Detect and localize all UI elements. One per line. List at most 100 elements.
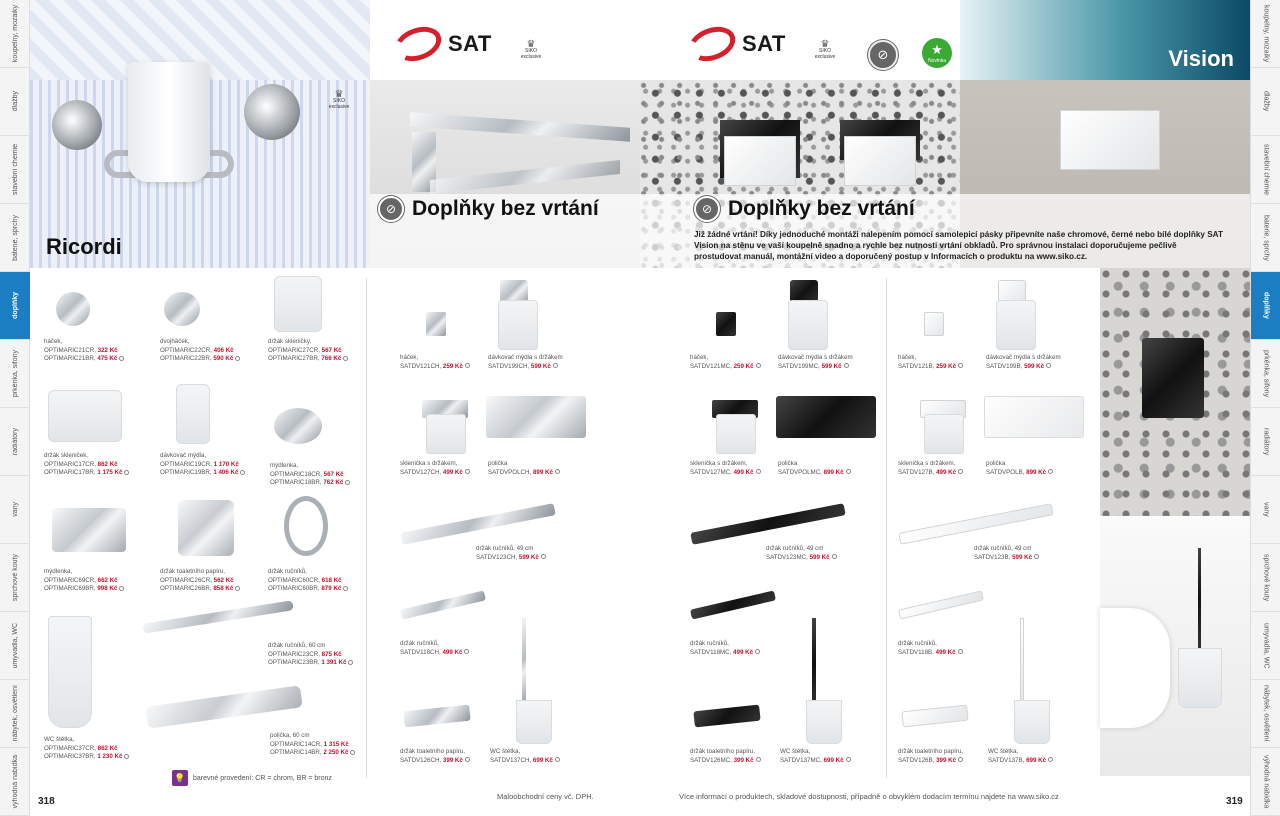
info-icon[interactable] (119, 356, 125, 362)
info-icon[interactable] (124, 470, 130, 476)
info-icon[interactable] (464, 363, 470, 369)
info-icon[interactable] (464, 469, 470, 475)
product-image (403, 704, 471, 728)
category-tab[interactable]: dlažby (0, 68, 30, 136)
category-tab[interactable]: stavební chemie (0, 136, 30, 204)
product-image (776, 396, 876, 438)
product-image (52, 508, 126, 552)
ricordi-title: Ricordi (46, 234, 122, 259)
info-icon[interactable] (348, 660, 354, 666)
page-number-right: 319 (1226, 796, 1243, 807)
no-drill-icon: ⊘ (868, 40, 898, 70)
info-icon[interactable] (755, 363, 761, 369)
category-tab[interactable]: vany (0, 476, 30, 544)
category-tab[interactable]: umyvadla, WC (0, 612, 30, 680)
info-icon[interactable] (755, 649, 761, 655)
product-image (812, 618, 816, 708)
category-tab[interactable]: stavební chemie (1251, 136, 1280, 204)
category-tab[interactable]: sprchové kouty (0, 544, 30, 612)
info-icon[interactable] (831, 554, 837, 560)
info-icon[interactable] (554, 469, 560, 475)
category-tab[interactable]: radiátory (1251, 408, 1280, 476)
product-caption: držák toaletního papíru,SATDV126MC, 399 … (690, 748, 761, 765)
category-tab[interactable]: dlažby (1251, 68, 1280, 136)
product-image (164, 292, 200, 326)
category-tab[interactable]: radiátory (0, 408, 30, 476)
crown-icon: ♛ (526, 39, 536, 50)
column-divider (366, 278, 367, 778)
info-icon[interactable] (343, 586, 349, 592)
category-tab[interactable]: prkénka, sifony (1251, 340, 1280, 408)
sat-logo: SAT (683, 20, 786, 68)
info-icon[interactable] (755, 757, 761, 763)
info-icon[interactable] (1048, 757, 1054, 763)
info-icon[interactable] (235, 586, 241, 592)
product-image (426, 414, 466, 454)
category-tab[interactable]: prkénka, sifony (0, 340, 30, 408)
info-icon[interactable] (119, 586, 125, 592)
info-icon[interactable] (1034, 554, 1040, 560)
sat-swirl-icon (389, 20, 447, 68)
product-image (897, 590, 985, 620)
info-icon[interactable] (958, 469, 964, 475)
category-tab[interactable]: vany (1251, 476, 1280, 544)
info-icon[interactable] (958, 757, 964, 763)
price-note: Maloobchodní ceny vč. DPH. (497, 792, 594, 801)
no-drill-icon: ⊘ (694, 196, 720, 222)
info-icon[interactable] (240, 470, 246, 476)
category-tab[interactable]: výhodná nabídka (0, 748, 30, 816)
product-caption: držák toaletního papíru,SATDV126B, 399 K… (898, 748, 964, 764)
info-icon[interactable] (755, 469, 761, 475)
product-image (1014, 700, 1050, 744)
sat-swirl-icon (683, 20, 741, 68)
category-tab[interactable]: baterie, sprchy (0, 204, 30, 272)
category-tab[interactable]: sprchové kouty (1251, 544, 1280, 612)
product-image (716, 414, 756, 454)
vision-title: Vision (1168, 46, 1234, 71)
product-image (924, 312, 944, 336)
product-image (788, 300, 828, 350)
info-icon[interactable] (957, 649, 963, 655)
info-icon[interactable] (845, 757, 851, 763)
info-icon[interactable] (958, 363, 964, 369)
category-tab[interactable]: nábytek, osvětlení (0, 680, 30, 748)
info-icon[interactable] (1048, 469, 1054, 475)
info-icon[interactable] (845, 469, 851, 475)
category-tab[interactable]: výhodná nabídka (1251, 748, 1280, 816)
info-icon[interactable] (843, 363, 849, 369)
category-tab[interactable]: nábytek, osvětlení (1251, 680, 1280, 748)
info-icon[interactable] (124, 754, 130, 760)
category-tab[interactable]: koupelny, mozaiky (0, 0, 30, 68)
product-image (712, 400, 758, 418)
info-icon[interactable] (1046, 363, 1052, 369)
product-image (422, 400, 468, 418)
category-tab[interactable]: baterie, sprchy (1251, 204, 1280, 272)
info-icon[interactable] (554, 757, 560, 763)
category-tab[interactable]: umyvadla, WC (1251, 612, 1280, 680)
info-icon[interactable] (350, 750, 356, 756)
category-tab[interactable]: doplňky (1251, 272, 1280, 340)
info-icon[interactable] (235, 356, 241, 362)
info-icon[interactable] (540, 554, 546, 560)
info-icon[interactable] (343, 356, 349, 362)
info-icon[interactable] (464, 757, 470, 763)
category-tab[interactable]: koupelny, mozaiky (1251, 0, 1280, 68)
info-icon[interactable] (345, 480, 351, 486)
terrazzo-photo (1100, 268, 1250, 516)
info-icon[interactable] (552, 363, 558, 369)
product-image (693, 704, 761, 728)
category-tab[interactable]: doplňky (0, 272, 30, 340)
product-image (690, 503, 846, 545)
info-icon[interactable] (464, 649, 470, 655)
